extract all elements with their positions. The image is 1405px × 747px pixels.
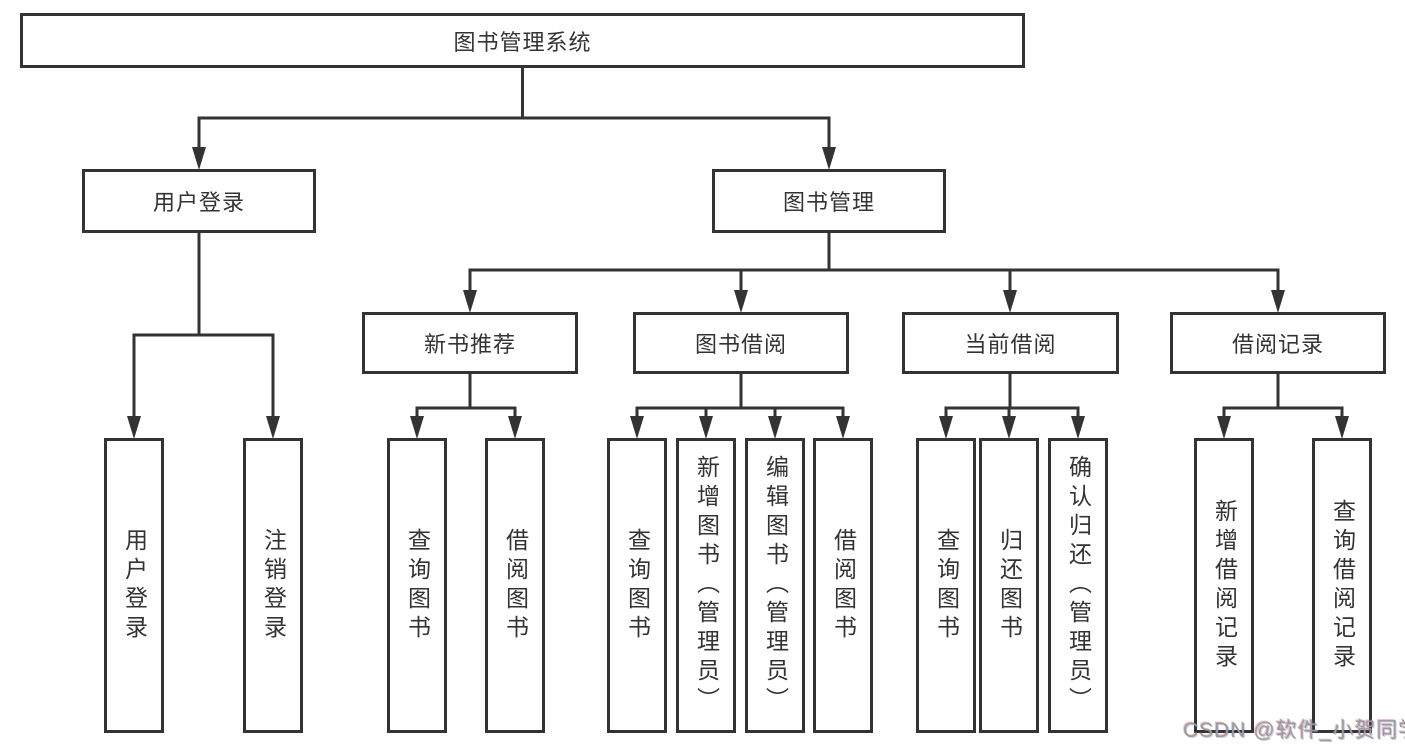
node-user-login-branch: 用户登录 bbox=[82, 169, 316, 233]
leaf-add-books-admin: 新增图书（管理员） bbox=[676, 438, 736, 733]
leaf-label: 查询图书 bbox=[624, 527, 651, 644]
leaf-borrow-books: 借阅图书 bbox=[813, 438, 873, 733]
leaf-query-books: 查询图书 bbox=[387, 438, 447, 733]
node-root: 图书管理系统 bbox=[20, 13, 1025, 68]
leaf-label: 查询图书 bbox=[933, 527, 960, 644]
node-label: 借阅记录 bbox=[1231, 332, 1324, 357]
arrowhead bbox=[410, 416, 424, 439]
leaf-label: 借阅图书 bbox=[502, 527, 529, 644]
arrowhead bbox=[699, 416, 713, 439]
arrowhead bbox=[939, 416, 953, 439]
leaf-user-login: 用户登录 bbox=[104, 438, 164, 733]
leaf-add-borrow-record: 新增借阅记录 bbox=[1194, 438, 1254, 733]
arrowhead bbox=[768, 416, 782, 439]
leaf-label: 编辑图书（管理员） bbox=[762, 455, 789, 716]
leaf-label: 借阅图书 bbox=[830, 527, 857, 644]
csdn-watermark: CSDN @软件_小贺同学 bbox=[1183, 719, 1405, 742]
node-label: 图书借阅 bbox=[694, 332, 787, 357]
arrowhead bbox=[508, 416, 522, 439]
leaf-label: 新增借阅记录 bbox=[1211, 498, 1238, 673]
arrowhead bbox=[1002, 416, 1016, 439]
arrowhead bbox=[1071, 416, 1085, 439]
arrowhead bbox=[127, 416, 141, 439]
leaf-label: 注销登录 bbox=[260, 527, 287, 644]
leaf-label: 新增图书（管理员） bbox=[693, 455, 720, 716]
node-label: 当前借阅 bbox=[964, 332, 1057, 357]
node-new-book-recommend: 新书推荐 bbox=[362, 312, 578, 374]
leaf-confirm-return-admin: 确认归还（管理员） bbox=[1048, 438, 1108, 733]
leaf-logout: 注销登录 bbox=[243, 438, 303, 733]
leaf-label: 用户登录 bbox=[121, 527, 148, 644]
node-book-borrowing: 图书借阅 bbox=[633, 312, 849, 374]
leaf-query-borrow-record: 查询借阅记录 bbox=[1312, 438, 1372, 733]
leaf-label: 确认归还（管理员） bbox=[1065, 455, 1092, 716]
arrowhead bbox=[822, 147, 836, 170]
arrowhead bbox=[192, 147, 206, 170]
arrowhead bbox=[1003, 290, 1017, 313]
node-label: 新书推荐 bbox=[423, 332, 516, 357]
arrowhead bbox=[1271, 290, 1285, 313]
node-label: 图书管理 bbox=[782, 190, 875, 215]
node-label: 用户登录 bbox=[152, 190, 245, 215]
arrowhead bbox=[1217, 416, 1231, 439]
leaf-query-books: 查询图书 bbox=[916, 438, 976, 733]
leaf-label: 查询图书 bbox=[404, 527, 431, 644]
node-borrowing-records: 借阅记录 bbox=[1170, 312, 1386, 374]
node-current-borrowing: 当前借阅 bbox=[902, 312, 1119, 374]
node-book-management: 图书管理 bbox=[712, 169, 946, 233]
arrowheads bbox=[127, 147, 1349, 439]
node-root-label: 图书管理系统 bbox=[453, 29, 592, 55]
leaf-edit-books-admin: 编辑图书（管理员） bbox=[745, 438, 805, 733]
leaf-return-books: 归还图书 bbox=[979, 438, 1039, 733]
arrowhead bbox=[734, 290, 748, 313]
leaf-query-books: 查询图书 bbox=[607, 438, 667, 733]
leaf-label: 归还图书 bbox=[996, 527, 1023, 644]
leaf-label: 查询借阅记录 bbox=[1329, 498, 1356, 673]
leaf-borrow-books: 借阅图书 bbox=[485, 438, 545, 733]
arrowhead bbox=[266, 416, 280, 439]
arrowhead bbox=[630, 416, 644, 439]
arrowhead bbox=[836, 416, 850, 439]
arrowhead bbox=[1335, 416, 1349, 439]
arrowhead bbox=[463, 290, 477, 313]
